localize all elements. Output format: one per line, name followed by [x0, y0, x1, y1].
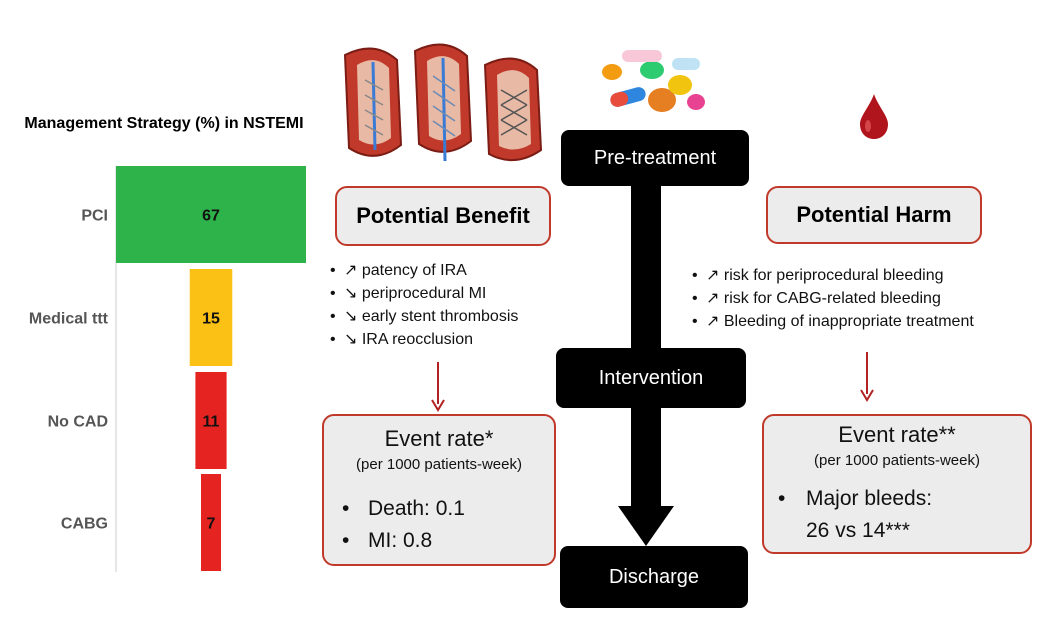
stage-intervention: Intervention	[556, 348, 746, 408]
blood-drop-icon	[860, 94, 888, 139]
benefit-item-text: periprocedural MI	[361, 285, 487, 302]
category-label: No CAD	[48, 414, 108, 431]
potential-harm-box: Potential Harm	[766, 186, 982, 244]
trend-icon: ↘	[344, 285, 358, 302]
stage-pre-treatment: Pre-treatment	[561, 130, 749, 186]
potential-benefit-box: Potential Benefit	[335, 186, 551, 246]
list-item: •↗ risk for periprocedural bleeding	[692, 267, 944, 284]
category-label: CABG	[61, 516, 108, 533]
harm-event-rate-box: Event rate** (per 1000 patients-week) •M…	[762, 414, 1032, 554]
list-item: •↘ early stent thrombosis	[330, 308, 519, 325]
bar-no-cad	[195, 372, 227, 469]
potential-harm-title: Potential Harm	[796, 202, 952, 227]
bar-value-label: 7	[207, 516, 216, 533]
list-item: •↗ Bleeding of inappropriate treatment	[692, 313, 974, 330]
benefit-item-text: patency of IRA	[361, 262, 467, 279]
benefit-down-arrow-icon	[431, 362, 445, 412]
list-item: 26 vs 14***	[778, 515, 1030, 547]
harm-event-title: Event rate**	[838, 422, 956, 447]
bar-value-label: 67	[202, 208, 220, 225]
harm-event-subtitle: (per 1000 patients-week)	[814, 452, 980, 469]
event-item-text: MI: 0.8	[368, 529, 433, 552]
potential-benefit-title: Potential Benefit	[356, 203, 530, 228]
list-item: •↗ risk for CABG-related bleeding	[692, 290, 941, 307]
harm-down-arrow-icon	[860, 352, 874, 402]
event-item-text: Death: 0.1	[368, 497, 465, 520]
trend-icon: ↗	[706, 267, 720, 284]
benefit-item-text: early stent thrombosis	[361, 308, 519, 325]
bar-value-label: 15	[202, 311, 220, 328]
category-label: Medical ttt	[29, 311, 109, 328]
bar-pci	[116, 166, 306, 263]
list-item: •Major bleeds:	[778, 487, 933, 510]
event-item-text: Major bleeds:	[806, 487, 933, 510]
list-item: •↘ periprocedural MI	[330, 285, 487, 302]
timeline-arrow-icon	[618, 180, 674, 546]
trend-icon: ↘	[344, 331, 358, 348]
benefit-list: •↗ patency of IRA •↘ periprocedural MI •…	[330, 259, 518, 351]
trend-icon: ↗	[706, 290, 720, 307]
harm-item-text: Bleeding of inappropriate treatment	[723, 313, 974, 330]
benefit-event-subtitle: (per 1000 patients-week)	[356, 456, 522, 473]
benefit-item-text: IRA reocclusion	[361, 331, 474, 348]
pills-illustration-icon	[602, 50, 705, 112]
trend-icon: ↗	[344, 262, 358, 279]
stage-discharge: Discharge	[560, 546, 748, 608]
management-strategy-chart: 67 PCI 15 Medical ttt 11 No CAD 7 CABG	[29, 166, 306, 572]
benefit-event-rate-box: Event rate* (per 1000 patients-week) •De…	[322, 414, 556, 566]
benefit-event-list: •Death: 0.1 •MI: 0.8	[342, 493, 554, 557]
trend-icon: ↘	[344, 308, 358, 325]
category-label: PCI	[81, 208, 108, 225]
list-item: •↘ IRA reocclusion	[330, 331, 474, 348]
bar-medical-ttt	[189, 269, 233, 366]
bar-value-label: 11	[203, 414, 220, 431]
bar-cabg	[201, 474, 221, 571]
harm-item-text: risk for periprocedural bleeding	[723, 267, 944, 284]
event-item-text: 26 vs 14***	[806, 519, 910, 542]
harm-event-list: •Major bleeds: 26 vs 14***	[778, 483, 1030, 547]
benefit-event-title: Event rate*	[384, 426, 494, 451]
list-item: •Death: 0.1	[342, 497, 465, 520]
list-item: •↗ patency of IRA	[330, 262, 467, 279]
chart-title: Management Strategy (%) in NSTEMI	[24, 115, 304, 132]
list-item: •MI: 0.8	[342, 529, 433, 552]
bars-group: 67 PCI 15 Medical ttt 11 No CAD 7 CABG	[29, 166, 306, 571]
stent-artery-illustration-icon	[343, 43, 543, 162]
harm-item-text: risk for CABG-related bleeding	[723, 290, 941, 307]
trend-icon: ↗	[706, 313, 720, 330]
harm-list: •↗ risk for periprocedural bleeding •↗ r…	[692, 264, 974, 333]
